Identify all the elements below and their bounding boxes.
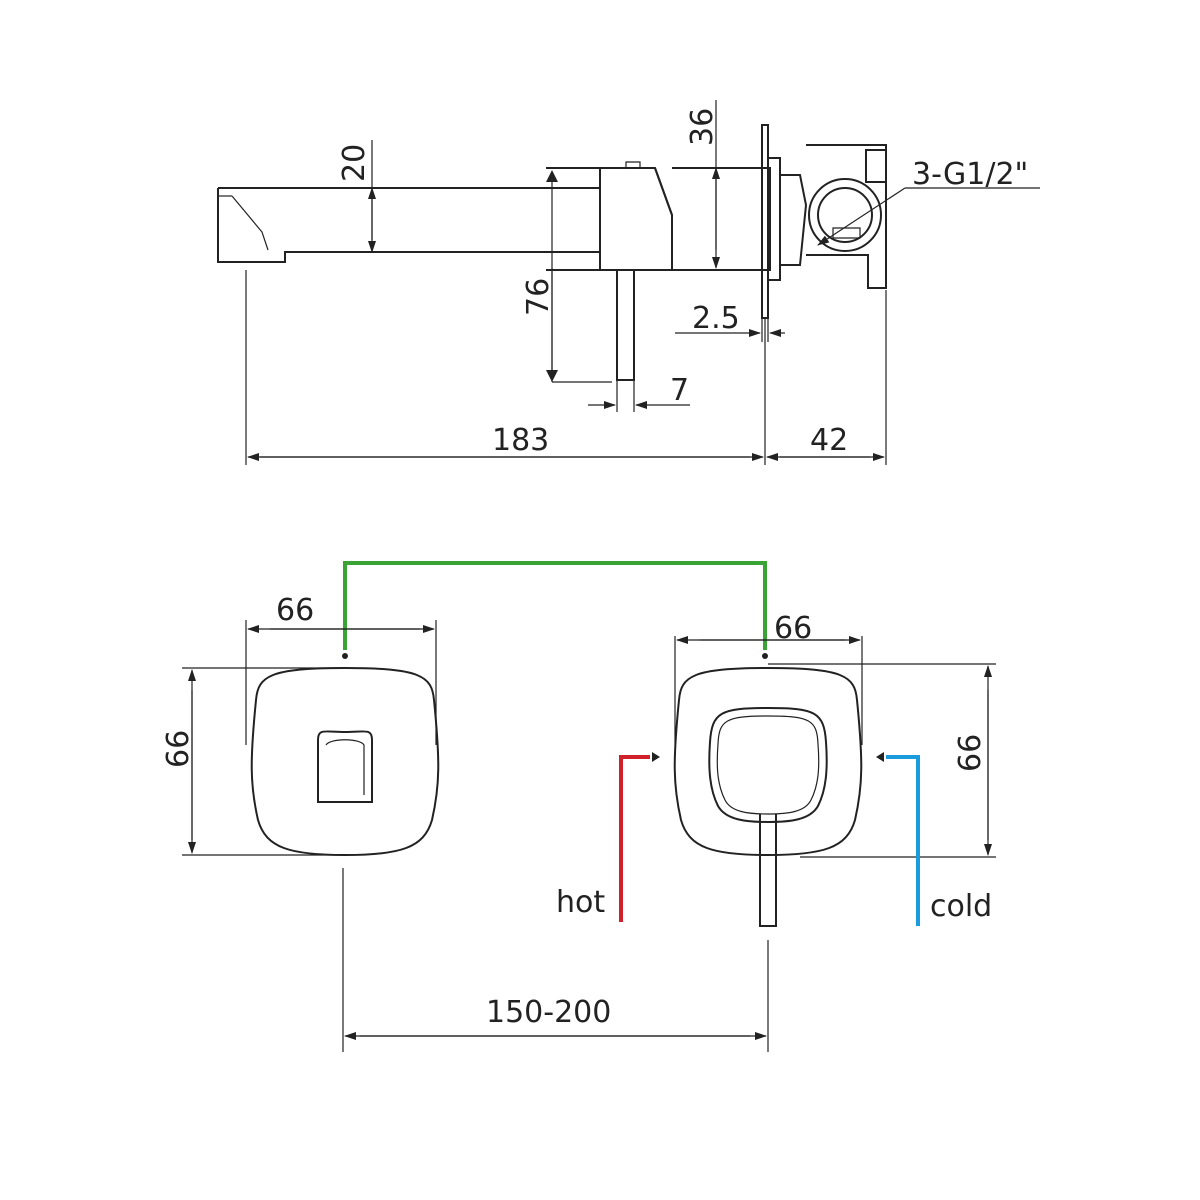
spout-root-cap bbox=[546, 167, 601, 271]
cold-inlet: cold bbox=[876, 752, 992, 926]
spout-plate bbox=[250, 653, 440, 857]
spout-plate-marker bbox=[342, 653, 348, 659]
dim-label-20: 20 bbox=[337, 144, 372, 182]
cold-label: cold bbox=[930, 889, 992, 924]
concealed-box bbox=[780, 144, 887, 289]
dim-overall: 183 42 bbox=[245, 270, 887, 465]
dim-spout-plate: 66 66 bbox=[161, 593, 437, 856]
dim-label-183: 183 bbox=[492, 423, 549, 458]
dim-label-42: 42 bbox=[810, 423, 848, 458]
link-line bbox=[343, 561, 767, 650]
dim-label-mixer-width: 66 bbox=[774, 611, 812, 646]
dim-label-36: 36 bbox=[685, 108, 720, 146]
dim-label-spacing: 150-200 bbox=[486, 995, 611, 1030]
dim-handle-dia: 7 bbox=[588, 373, 690, 412]
dim-mixer-plate: 66 66 bbox=[674, 611, 996, 858]
dim-label-spout-width: 66 bbox=[276, 593, 314, 628]
plate-collar bbox=[767, 157, 781, 281]
dim-spacing: 150-200 bbox=[342, 868, 769, 1052]
cold-line bbox=[886, 755, 920, 926]
hot-label: hot bbox=[556, 885, 605, 920]
dim-label-2-5: 2.5 bbox=[692, 301, 740, 336]
front-view: 66 66 66 66 hot bbox=[161, 561, 996, 1052]
dim-label-thread: 3-G1/2" bbox=[912, 157, 1028, 192]
valve-body bbox=[599, 161, 771, 271]
side-view: 20 36 3-G1/2" 76 2.5 bbox=[217, 100, 1040, 465]
dim-plate-thickness: 2.5 bbox=[675, 301, 785, 342]
dim-label-mixer-height: 66 bbox=[953, 734, 988, 772]
dim-label-76: 76 bbox=[521, 278, 556, 316]
side-handle bbox=[616, 270, 635, 381]
dim-body-height: 36 bbox=[685, 100, 720, 269]
dim-spout-height: 20 bbox=[337, 140, 376, 253]
mixer-plate-marker bbox=[762, 653, 768, 659]
mixer-plate bbox=[673, 653, 863, 927]
hot-line bbox=[619, 755, 650, 922]
dim-label-7: 7 bbox=[670, 373, 689, 408]
dim-handle-drop: 76 bbox=[521, 170, 612, 383]
dim-label-spout-height: 66 bbox=[161, 730, 196, 768]
spout bbox=[217, 187, 600, 263]
dim-thread: 3-G1/2" bbox=[817, 157, 1040, 246]
hot-inlet: hot bbox=[556, 752, 660, 922]
